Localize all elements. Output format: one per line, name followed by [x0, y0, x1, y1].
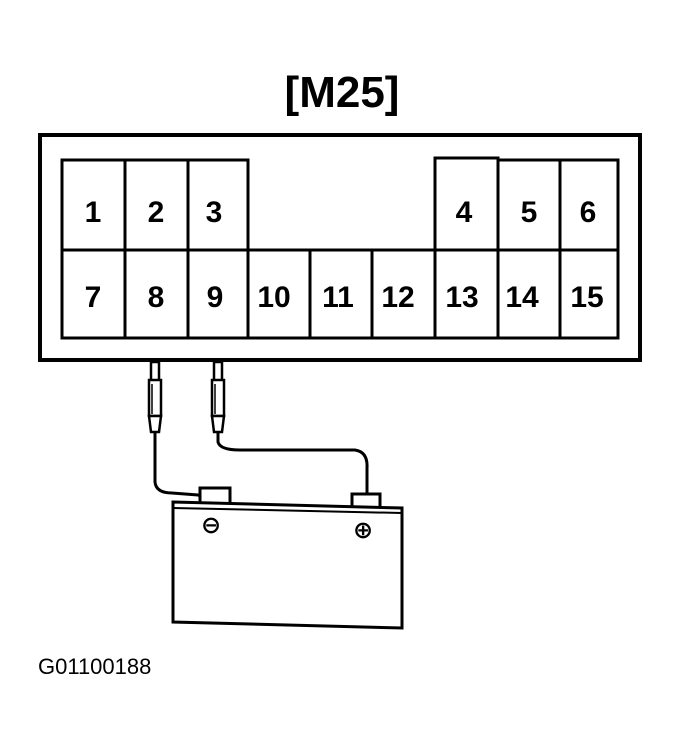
- pin-cavity-15: [558, 248, 620, 340]
- pin-label: 9: [207, 281, 224, 314]
- negative-jumper-wire: [153, 432, 206, 499]
- connector-title: [M25]: [284, 68, 400, 117]
- positive-jumper-wire: [216, 432, 369, 494]
- pin-label: 10: [257, 281, 290, 314]
- figure-code: G01100188: [38, 654, 152, 679]
- pin-label: 14: [505, 281, 539, 314]
- pin-label: 4: [456, 196, 473, 229]
- connector-housing: [38, 133, 642, 362]
- pin-label: 2: [148, 196, 165, 229]
- battery-body: [171, 500, 404, 630]
- positive-polarity-symbol: ⊕: [353, 516, 373, 544]
- battery-lid-line: [172, 507, 403, 514]
- positive-test-probe: [210, 360, 226, 434]
- pin-label: 5: [521, 196, 538, 229]
- pin-label: 12: [381, 281, 414, 314]
- pin-label: 7: [85, 281, 102, 314]
- pin-label: 11: [322, 281, 354, 314]
- pin-label: 13: [445, 281, 478, 314]
- negative-polarity-symbol: ⊖: [201, 511, 221, 539]
- pin-label: 15: [570, 281, 603, 314]
- pin-label: 1: [85, 196, 102, 229]
- pin-label: 3: [206, 196, 223, 229]
- pin-label: 6: [580, 196, 597, 229]
- pin-label: 8: [148, 281, 165, 314]
- negative-test-probe: [147, 360, 163, 434]
